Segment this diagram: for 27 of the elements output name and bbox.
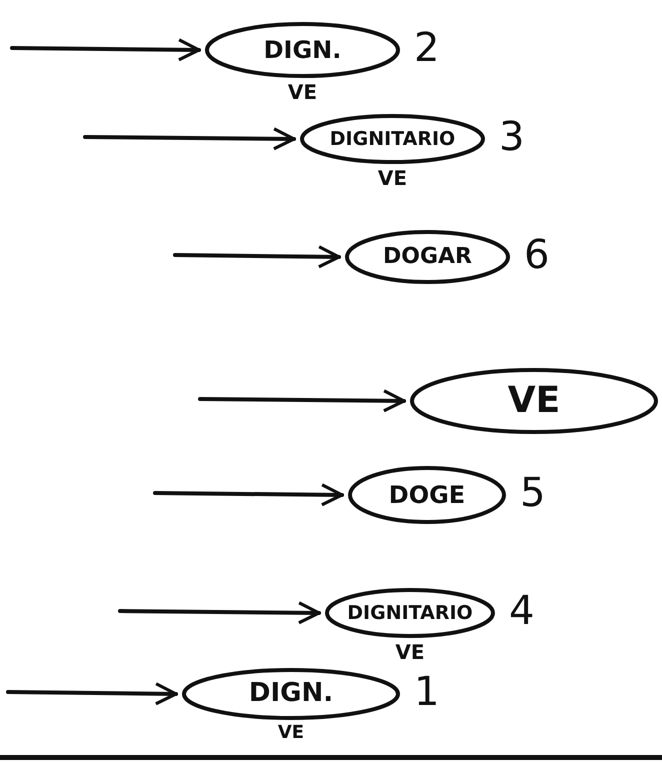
node-sublabel: VE (286, 80, 318, 104)
number-label: 6 (524, 235, 550, 275)
arrow (153, 483, 344, 506)
node-label: DIGNITARIO (346, 602, 474, 624)
node-label: DOGAR (382, 244, 473, 270)
arrow (198, 389, 406, 412)
ellipse-node (348, 466, 506, 524)
number-label: 3 (499, 117, 524, 157)
arrow (173, 245, 341, 268)
arrow (83, 127, 296, 150)
number-label: 4 (509, 591, 534, 631)
number-label: 2 (414, 28, 440, 68)
arrow (6, 682, 178, 706)
ellipse-node (345, 230, 510, 284)
ellipse-node (410, 368, 658, 434)
node-sublabel: VE (276, 722, 306, 744)
node-label: DIGN. (262, 36, 342, 64)
node-label: VE (506, 379, 562, 423)
node-sublabel: VE (376, 166, 408, 190)
number-label: 1 (414, 672, 440, 712)
node-sublabel: VE (394, 640, 426, 664)
number-label: 5 (520, 473, 546, 513)
arrow (118, 601, 321, 624)
node-label: DOGE (388, 480, 466, 510)
arrow (10, 38, 201, 62)
node-label: DIGNITARIO (328, 128, 456, 150)
node-label: DIGN. (248, 678, 334, 710)
